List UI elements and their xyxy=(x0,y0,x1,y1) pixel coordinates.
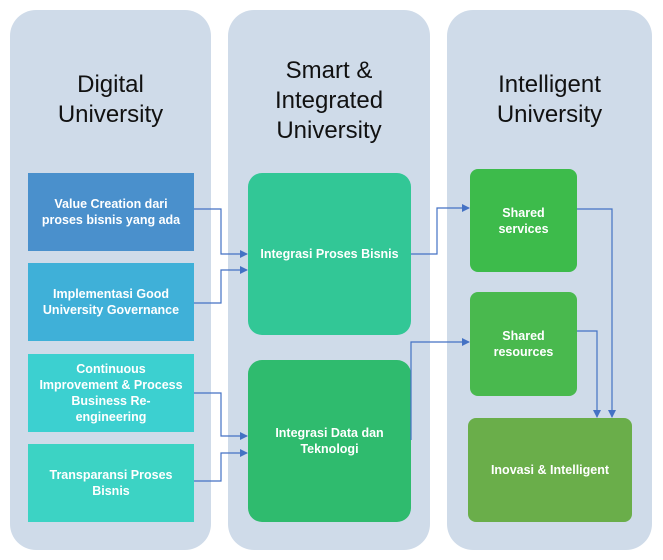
box-text-line: Value Creation dari xyxy=(54,197,168,211)
box-integrasi-proses-bisnis: Integrasi Proses Bisnis xyxy=(248,173,411,335)
column-title-intelligent: Intelligent University xyxy=(447,70,652,130)
title-line: Smart & xyxy=(285,57,373,84)
box-text-line: Inovasi & Intelligent xyxy=(490,463,610,477)
box-text-line: Transparansi Proses xyxy=(49,468,173,482)
box-text-line: resources xyxy=(493,345,554,359)
box-text-line: Business Re-engineering xyxy=(71,394,151,424)
box-text-line: Integrasi Proses Bisnis xyxy=(260,247,399,261)
box-shared-resources: Shared resources xyxy=(470,292,577,396)
title-line: Integrated xyxy=(274,87,384,114)
box-value-creation: Value Creation dari proses bisnis yang ad… xyxy=(28,173,194,251)
title-line: University xyxy=(496,101,603,128)
box-text-line: Implementasi Good xyxy=(52,287,169,301)
title-line: University xyxy=(276,117,382,144)
column-title-smart: Smart & Integrated University xyxy=(228,56,430,146)
title-line: Digital xyxy=(77,71,144,98)
column-title-digital: Digital University xyxy=(10,70,211,130)
box-text-line: services xyxy=(498,221,549,236)
box-text-line: Shared xyxy=(502,205,545,220)
box-text-line: proses bisnis yang ada xyxy=(41,213,181,227)
box-text-line: Teknologi xyxy=(300,442,359,456)
box-text-line: Improvement & Process xyxy=(39,378,183,392)
box-text-line: Bisnis xyxy=(92,484,130,498)
box-text-line: Integrasi Data dan xyxy=(275,426,384,440)
box-text-line: University Governance xyxy=(42,303,180,317)
box-text-line: Shared xyxy=(502,329,545,343)
box-text-line: Continuous xyxy=(76,362,146,376)
title-line: University xyxy=(57,101,164,128)
box-inovasi-intelligent: Inovasi & Intelligent xyxy=(468,418,632,522)
title-line: Intelligent xyxy=(498,71,601,98)
